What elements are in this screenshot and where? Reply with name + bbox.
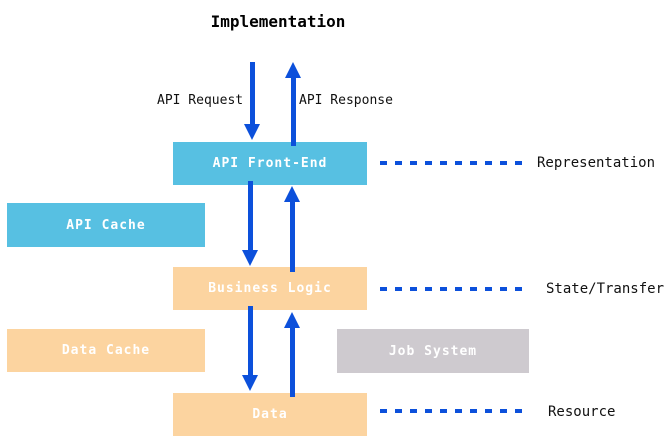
arrow-up-business-to-frontend-icon	[284, 186, 300, 272]
tier-label-resource: Resource	[548, 404, 616, 420]
arrow-head	[285, 62, 301, 78]
arrow-down-request-icon	[244, 62, 260, 140]
arrow-shaft	[289, 200, 295, 272]
tier-label-state-transfer: State/Transfer	[546, 281, 664, 297]
arrow-head	[242, 375, 258, 391]
dashed-line-representation	[380, 161, 522, 165]
arrow-shaft	[289, 326, 295, 397]
box-job-system-label: Job System	[388, 343, 478, 359]
diagram-title: Implementation	[210, 12, 346, 31]
arrow-down-business-to-data-icon	[242, 306, 258, 391]
arrow-down-frontend-to-business-icon	[242, 181, 258, 266]
box-data-label: Data	[252, 407, 288, 422]
arrow-head	[244, 124, 260, 140]
box-api-cache-label: API Cache	[66, 217, 146, 233]
box-business-logic: Business Logic	[173, 267, 367, 310]
arrow-head	[284, 186, 300, 202]
box-api-front-end-label: API Front-End	[212, 156, 328, 171]
dashed-line-resource	[380, 409, 522, 413]
box-data-cache: Data Cache	[7, 329, 205, 372]
arrow-shaft	[247, 306, 253, 377]
box-data-cache-label: Data Cache	[61, 343, 151, 358]
box-data: Data	[173, 393, 367, 436]
tier-label-representation: Representation	[537, 155, 656, 171]
arrow-shaft	[247, 181, 253, 252]
api-response-label: API Response	[299, 93, 393, 108]
box-business-logic-label: Business Logic	[208, 281, 332, 296]
box-api-cache: API Cache	[7, 203, 205, 247]
arrow-shaft	[249, 62, 255, 126]
box-job-system: Job System	[337, 329, 529, 373]
api-request-label: API Request	[157, 93, 244, 108]
arrow-up-data-to-business-icon	[284, 312, 300, 397]
box-api-front-end: API Front-End	[173, 142, 367, 185]
arrow-shaft	[290, 76, 296, 146]
dashed-line-state-transfer	[380, 287, 522, 291]
arrow-head	[284, 312, 300, 328]
arrow-head	[242, 250, 258, 266]
arrow-up-response-icon	[285, 62, 301, 146]
